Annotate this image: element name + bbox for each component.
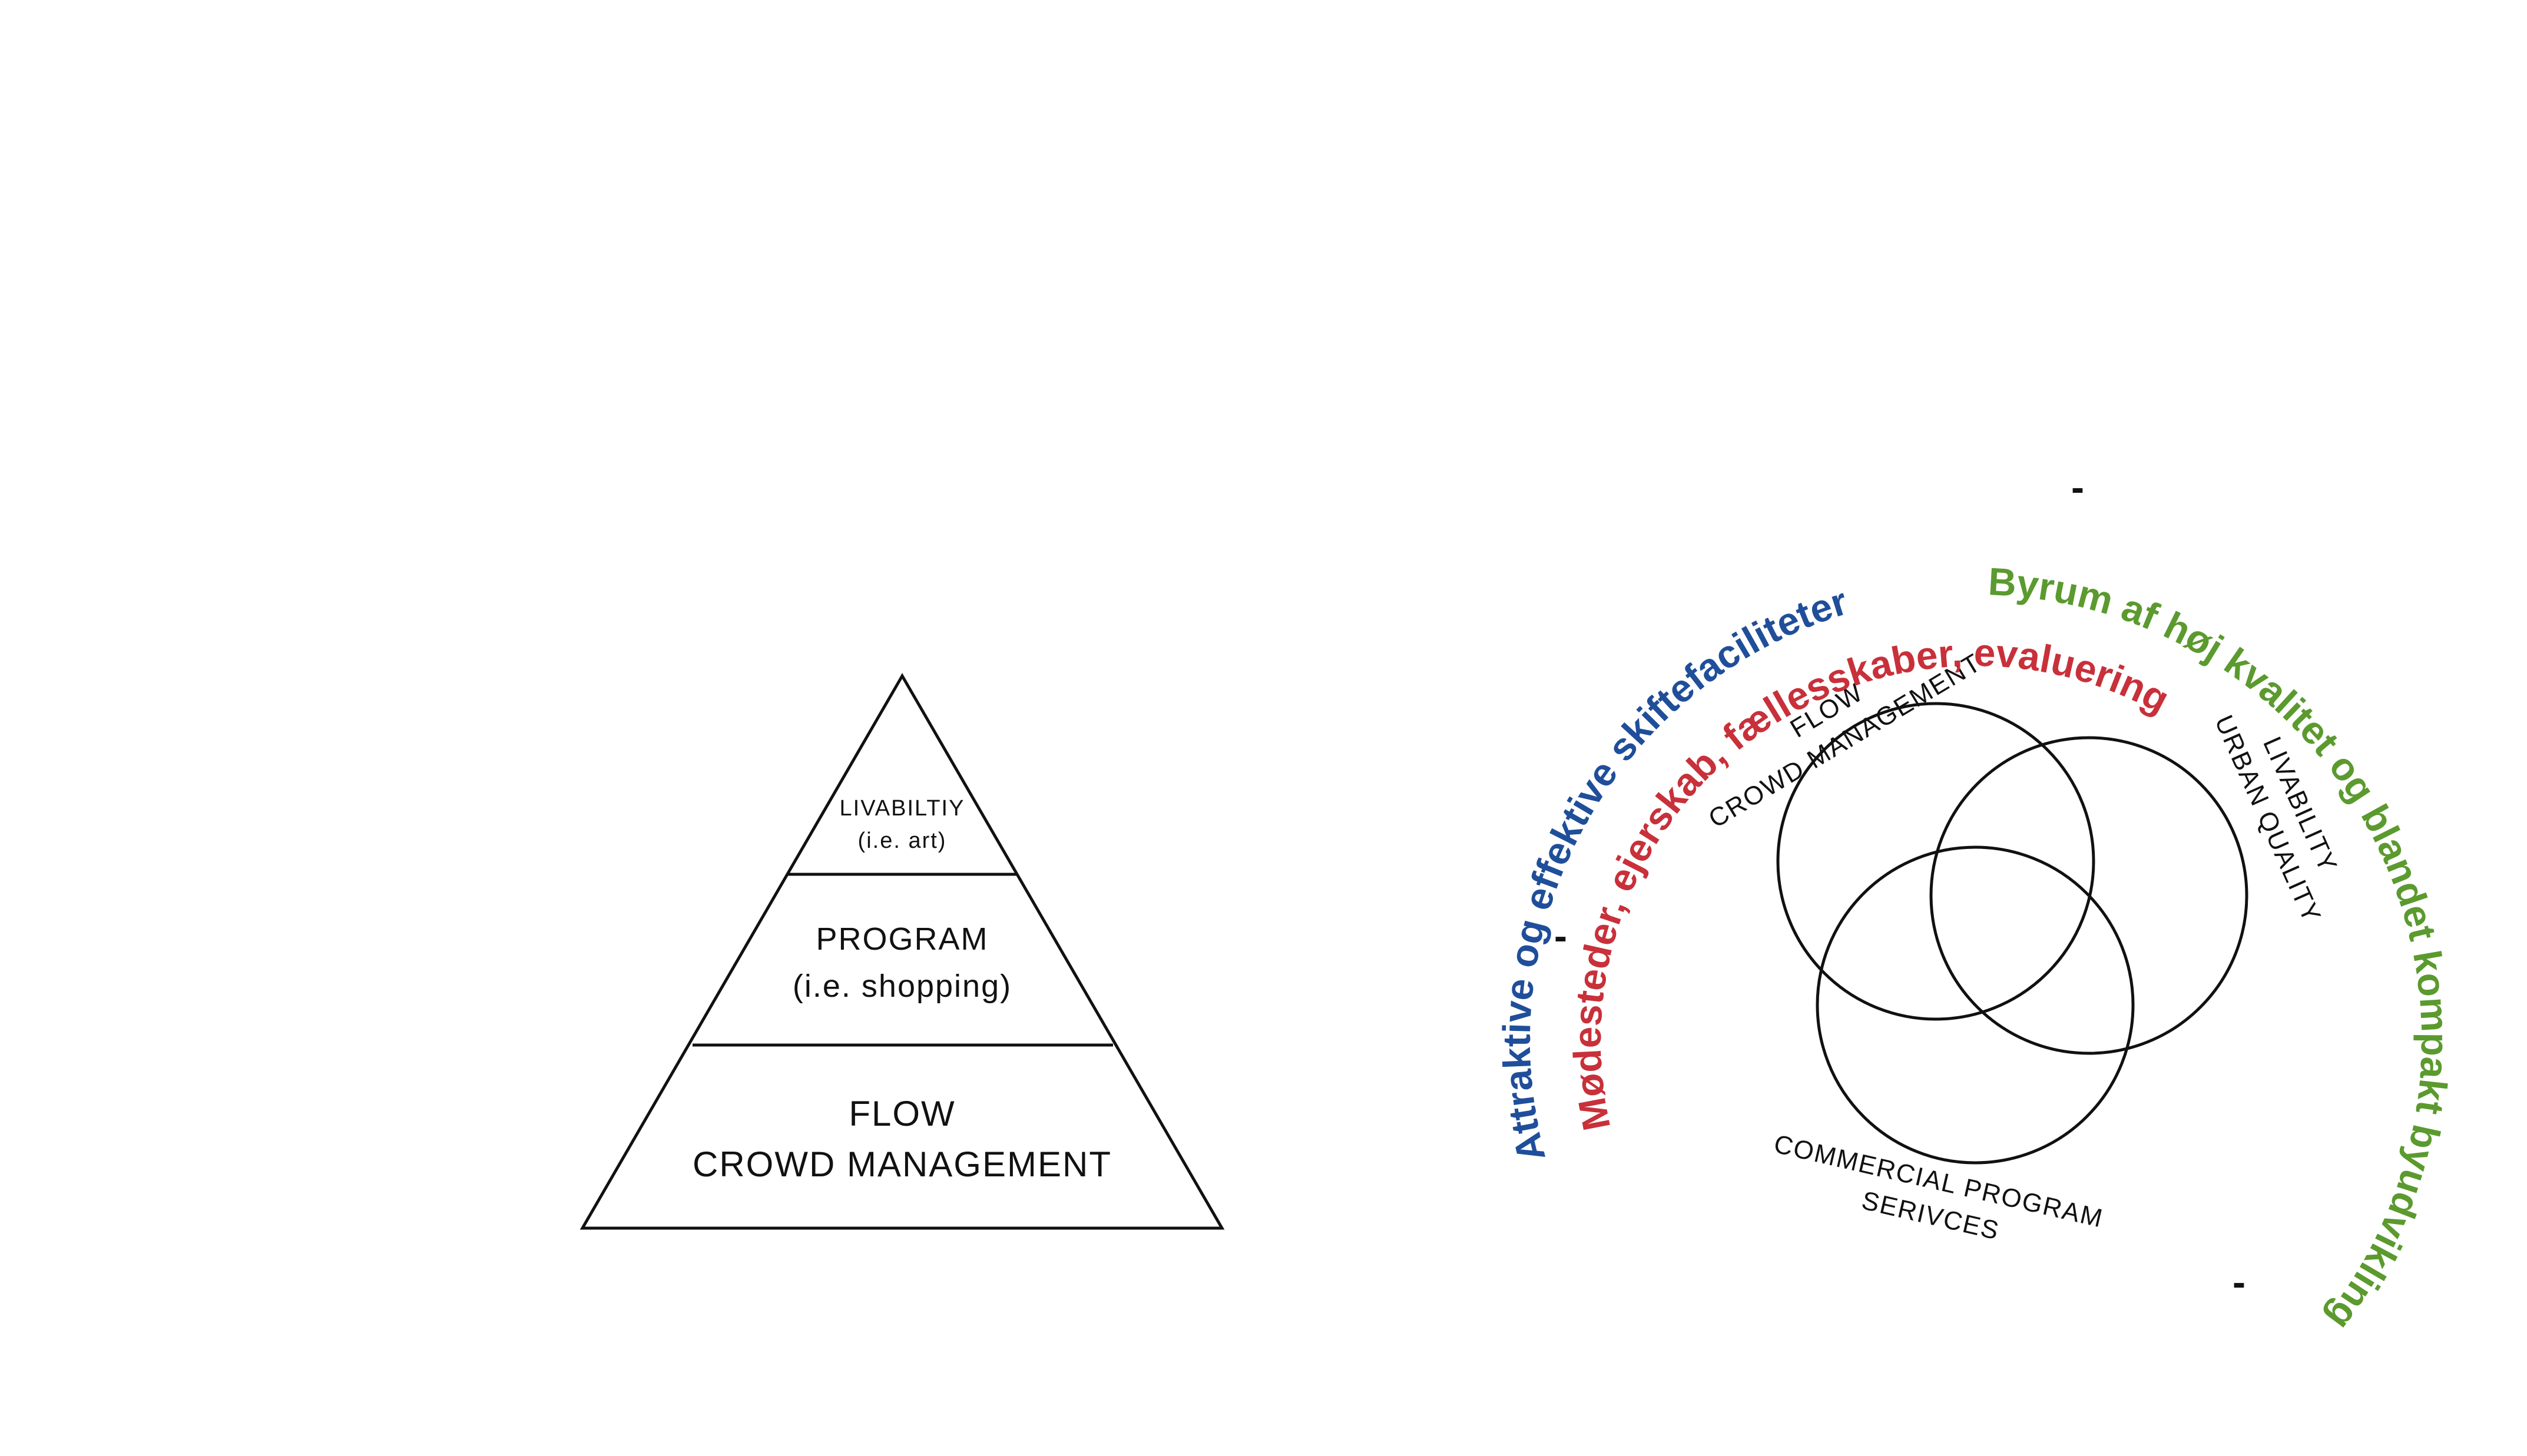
ring-separator-right: - [2233,1260,2246,1304]
pyramid-bottom-line2: CROWD MANAGEMENT [693,1145,1112,1184]
pyramid-middle-line2: (i.e. shopping) [793,969,1012,1004]
venn-circle-livability [1929,736,2248,1055]
pyramid-bottom-line1: FLOW [849,1094,955,1133]
pyramid-top-line1: LIVABILTIY [840,796,965,821]
pyramid-middle-line1: PROGRAM [816,921,988,957]
pyramid: LIVABILTIY (i.e. art) PROGRAM (i.e. shop… [579,673,1225,1230]
venn-circle-flow [1776,702,2095,1021]
ring-separator-top: - [2071,465,2084,509]
venn-circle-commercial [1816,845,2135,1165]
ring-blue-textpath: Attraktive og effektive skiftefacilitete… [1495,579,1852,1166]
ring-blue-text: Attraktive og effektive skiftefacilitete… [1495,579,1852,1166]
pyramid-top-line2: (i.e. art) [858,828,947,853]
ring-separator-left: - [1554,914,1567,957]
pyramid-outline [579,673,1225,1230]
